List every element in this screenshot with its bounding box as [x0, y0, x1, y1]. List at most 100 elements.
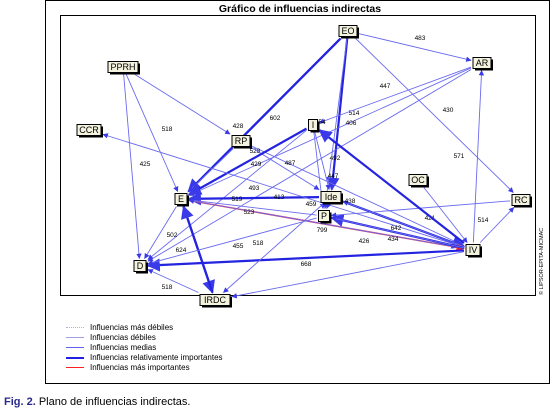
edge-weight-label: 447	[328, 173, 339, 180]
graph-plot-area	[60, 15, 536, 296]
edge-rp-to-iv	[251, 145, 465, 247]
edge-weight-label: 523	[244, 209, 255, 216]
node-irdc: IRDC	[199, 294, 232, 308]
edge-weight-label: 459	[306, 201, 317, 208]
edge-weight-label: 514	[349, 110, 360, 117]
node-label: I	[312, 120, 315, 130]
edge-oc-to-iv	[423, 187, 468, 243]
edge-weight-label: 447	[380, 83, 391, 90]
node-box	[199, 294, 231, 306]
edge-rp-to-ide	[251, 147, 320, 190]
legend-label: Influencias relativamente importantes	[90, 353, 223, 363]
edge-ide-to-e	[187, 192, 320, 206]
edge-iv-to-irdc	[231, 251, 465, 299]
node-box	[511, 194, 531, 206]
edge-ide-to-irdc	[223, 204, 323, 293]
edge-pprh-to-rp	[134, 74, 231, 135]
caption-text: Plano de influencias indirectas.	[35, 396, 191, 408]
node-box	[231, 135, 251, 147]
node-label: IRDC	[204, 295, 226, 305]
edge-weight-label: 428	[233, 123, 244, 130]
node-iv: IV	[465, 244, 482, 258]
edge-eo-to-rc	[355, 38, 514, 193]
edge-weight-label: 434	[388, 236, 399, 243]
edge-weight-label: 519	[232, 196, 243, 203]
edge-ide-to-p	[325, 203, 331, 210]
edge-iv-to-rc	[479, 207, 515, 243]
node-box	[320, 191, 342, 203]
edge-weight-label: 492	[330, 155, 341, 162]
edge-weight-label: 421	[425, 215, 436, 222]
node-box	[308, 119, 318, 131]
node-box	[76, 124, 102, 136]
edge-iv-to-e	[188, 198, 465, 249]
node-e: E	[174, 193, 189, 207]
edge-eo-to-p	[322, 38, 348, 210]
edge-weight-label: 514	[478, 217, 489, 224]
edge-i-to-ide	[314, 132, 331, 191]
edge-weight-label: 624	[176, 247, 187, 254]
node-ccr: CCR	[76, 124, 103, 138]
edge-iv-to-i	[318, 129, 465, 244]
edges-layer: 4834306024924475144065715184254285284295…	[102, 33, 515, 299]
edge-weight-label: 518	[162, 126, 173, 133]
legend-label: Influencias débiles	[90, 332, 156, 342]
edge-weight-label: 455	[233, 243, 244, 250]
node-i: I	[308, 119, 320, 133]
legend-label: Influencias más débiles	[90, 322, 174, 332]
node-label: P	[321, 211, 327, 221]
node-box	[338, 25, 358, 37]
edge-weight-label: 429	[251, 161, 262, 168]
node-box	[472, 57, 492, 69]
node-label: AR	[476, 58, 489, 68]
edge-iv-to-ccr	[102, 133, 465, 248]
legend-label: Influencias más importantes	[90, 363, 190, 373]
edge-e-to-d	[144, 206, 177, 259]
edge-eo-to-e	[187, 37, 342, 193]
legend-item: Influencias más importantes	[66, 363, 190, 373]
node-box	[133, 260, 147, 272]
edge-p-to-d	[147, 217, 317, 266]
node-eo: EO	[338, 25, 359, 39]
edge-weight-label: 425	[140, 161, 151, 168]
graph-title: Gráfico de influencias indirectas	[219, 3, 381, 15]
edge-weight-label: 493	[249, 185, 260, 192]
node-label: RP	[235, 136, 248, 146]
node-box	[174, 193, 188, 205]
edge-weight-label: 430	[443, 107, 454, 114]
legend-label: Influencias medias	[90, 342, 157, 352]
legend-item: Influencias débiles	[66, 332, 156, 342]
edge-i-to-e	[187, 127, 308, 196]
node-label: CCR	[79, 125, 99, 135]
edge-pprh-to-d	[123, 74, 142, 260]
figure-caption: Fig. 2. Plano de influencias indirectas.	[4, 396, 191, 408]
edge-ar-to-i	[318, 66, 472, 124]
node-pprh: PPRH	[107, 61, 140, 75]
edge-weight-label: 483	[415, 35, 426, 42]
edge-weight-label: 668	[301, 261, 312, 268]
node-box	[408, 174, 428, 186]
caption-prefix: Fig. 2.	[4, 396, 36, 408]
edge-iv-to-p	[330, 216, 465, 249]
node-label: IV	[469, 245, 478, 255]
node-label: EO	[341, 26, 354, 36]
edge-iv-to-d	[146, 249, 465, 272]
legend-item: Influencias más débiles	[66, 322, 173, 332]
edge-weight-label: 487	[285, 160, 296, 167]
edge-weight-label: 518	[162, 284, 173, 291]
node-label: D	[137, 261, 144, 271]
edge-weight-label: 642	[391, 225, 402, 232]
node-box	[465, 244, 481, 256]
edge-p-to-e	[188, 197, 317, 216]
legend-item: Influencias medias	[66, 342, 156, 352]
legend-swatch	[66, 336, 84, 338]
edge-weight-label: 799	[317, 227, 328, 234]
node-box	[107, 61, 139, 73]
edge-weight-label: 518	[253, 240, 264, 247]
legend-item: Influencias relativamente importantes	[66, 353, 223, 363]
edge-irdc-to-e	[181, 205, 214, 293]
legend-swatch	[66, 326, 84, 328]
node-oc: OC	[408, 174, 429, 188]
